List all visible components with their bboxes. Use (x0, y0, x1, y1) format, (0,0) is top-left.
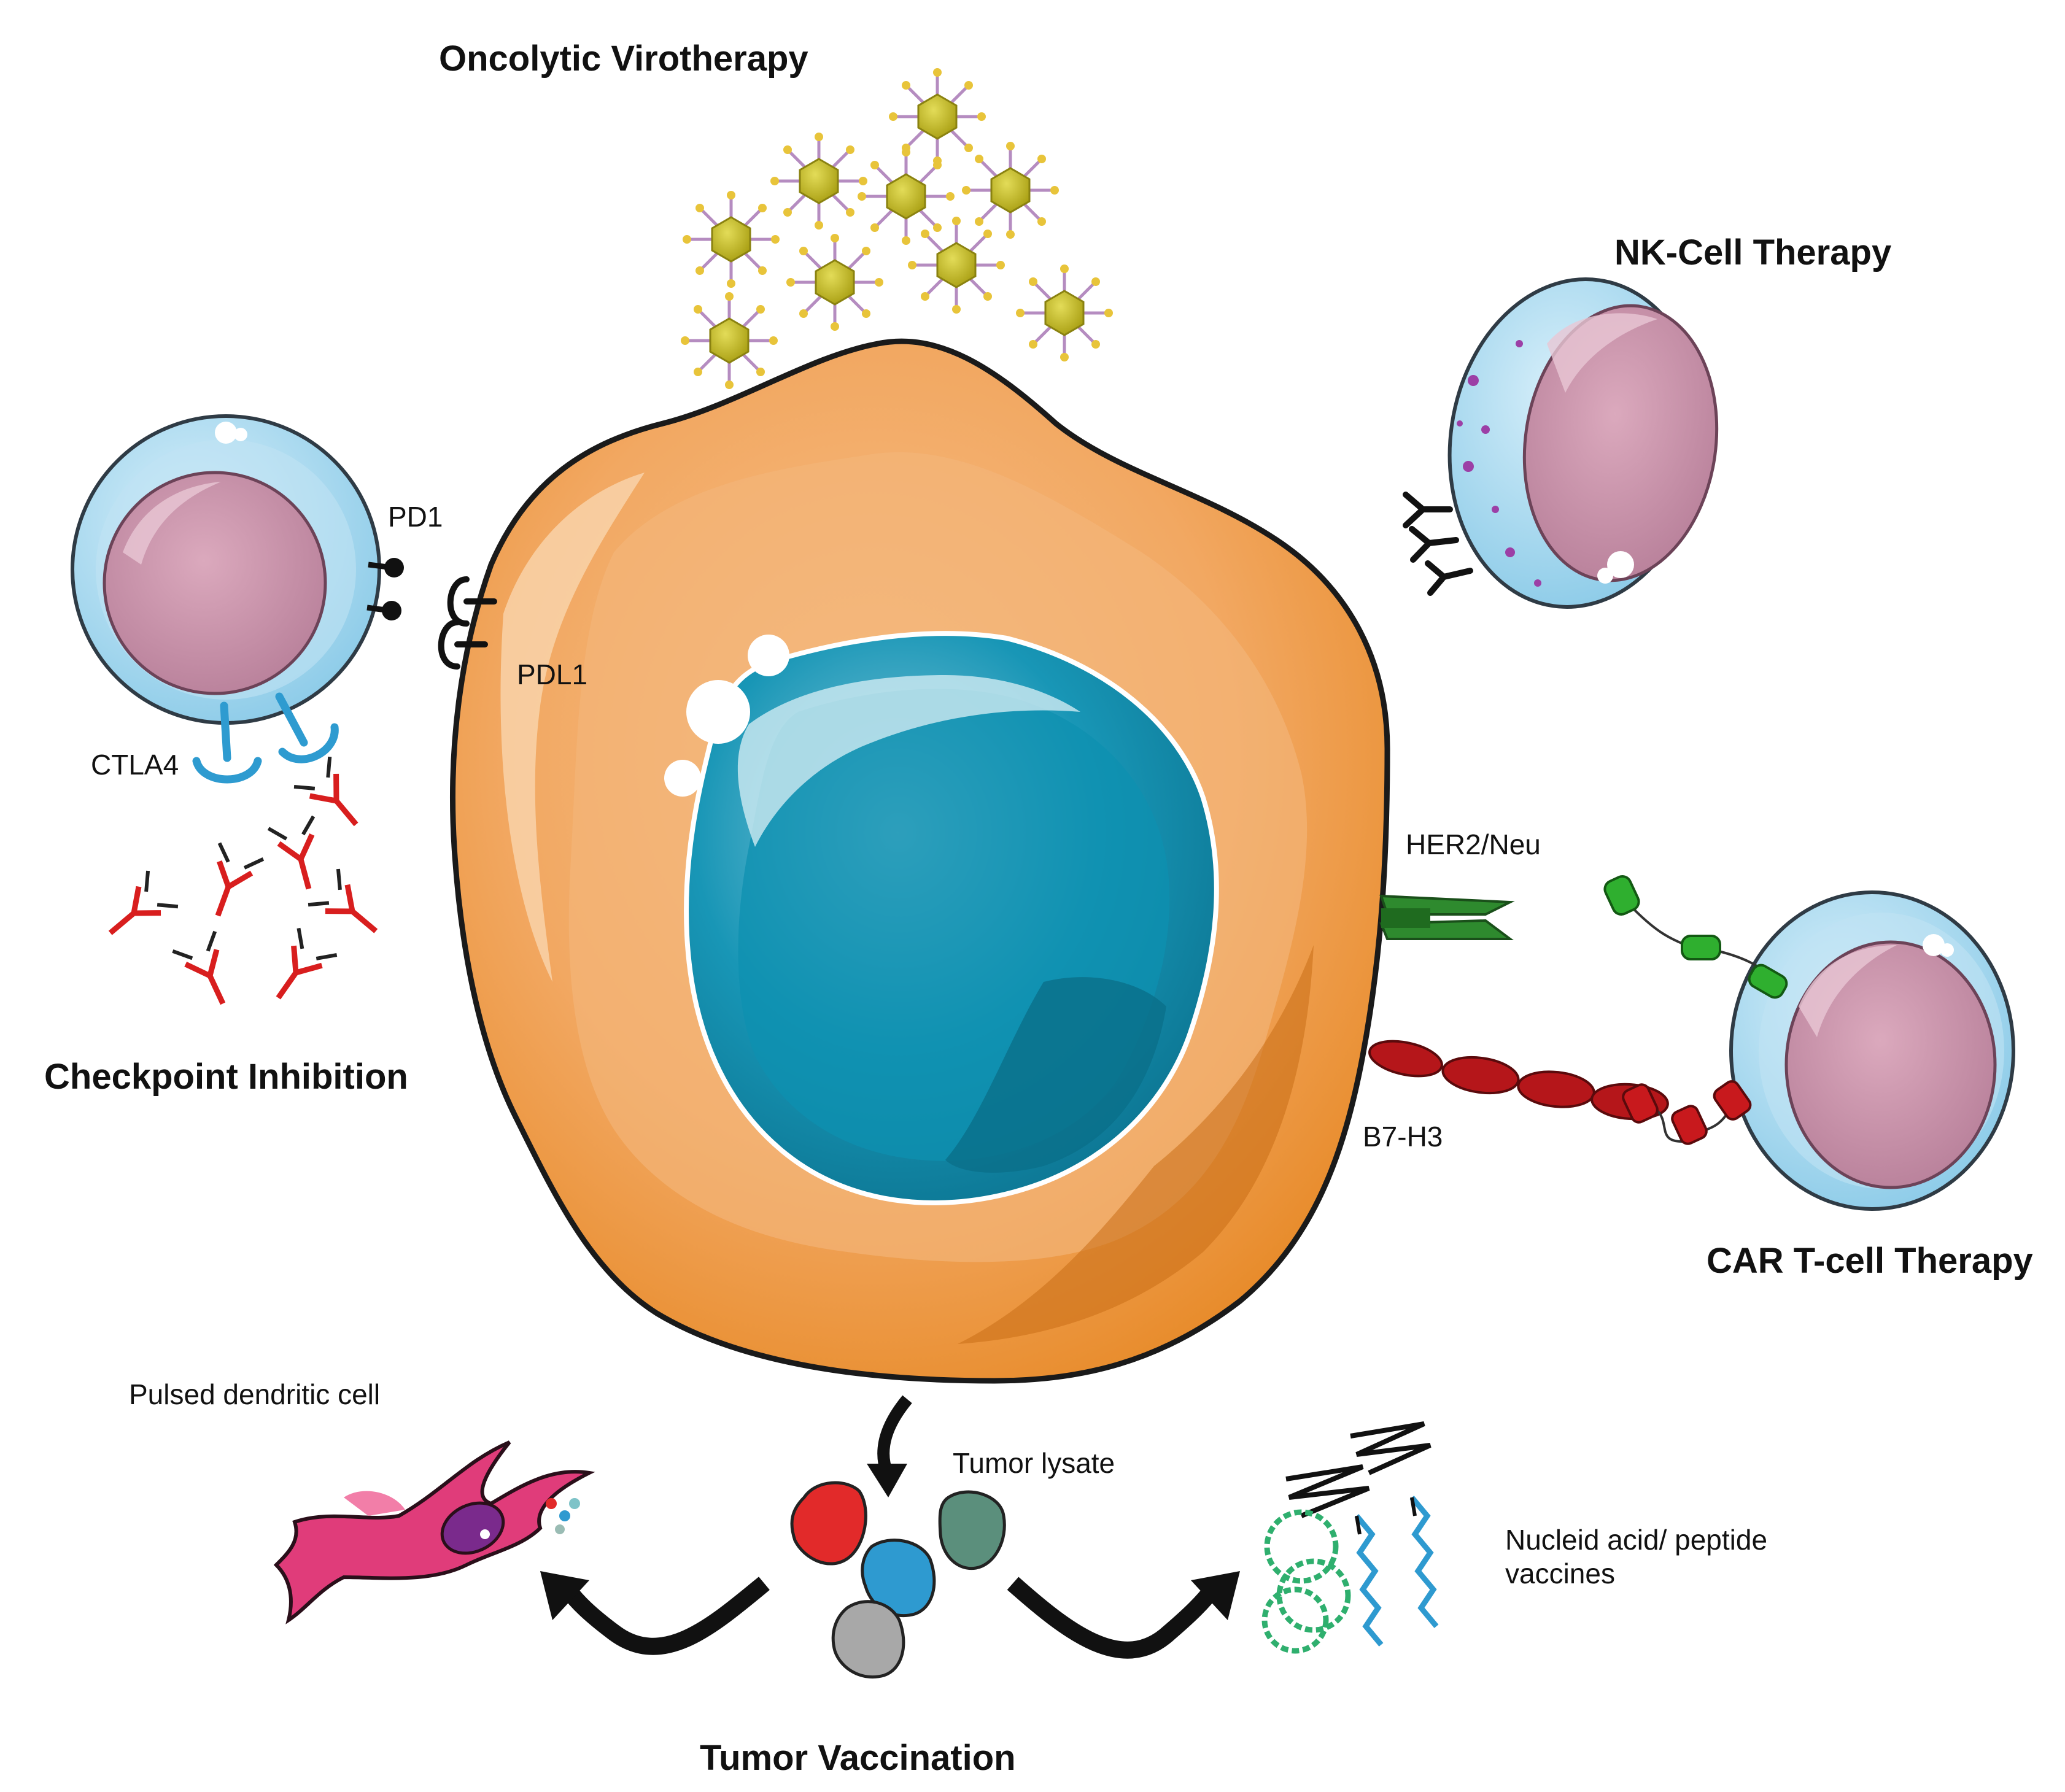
dna-strand (1354, 1514, 1384, 1647)
pd1-knob (384, 558, 404, 577)
car-t-cell (1603, 875, 2015, 1211)
car-receptor-b7h3 (1622, 1080, 1752, 1145)
t-cell-checkpoint (71, 414, 404, 784)
virus-particle (786, 234, 883, 331)
nk-receptor (1403, 492, 1473, 596)
antibody (259, 928, 336, 1011)
tumor-lysate-fragments (790, 1481, 1006, 1679)
arrow-head (1191, 1571, 1240, 1620)
label-nucleic-acid-vaccines-line2: vaccines (1505, 1558, 1615, 1589)
tumor-nucleus-shade (945, 977, 1166, 1173)
antibody (95, 871, 178, 951)
peptide-zigzag (1285, 1464, 1370, 1518)
title-tumor-vaccination: Tumor Vaccination (700, 1738, 1016, 1778)
nk-granules (1457, 340, 1541, 587)
her2-receptor (1379, 894, 1515, 940)
pd1-knob (382, 601, 401, 620)
car-receptor-her2 (1603, 875, 1788, 999)
title-car-t-cell-therapy: CAR T-cell Therapy (1707, 1241, 2033, 1281)
fragment-red (790, 1481, 867, 1566)
title-checkpoint-inhibition: Checkpoint Inhibition (44, 1057, 408, 1097)
ctla4-receptor (192, 692, 339, 784)
virus-particle (1016, 265, 1113, 361)
plasmid (1264, 1509, 1339, 1584)
nucleolus (748, 635, 789, 676)
fragment-grey (831, 1600, 905, 1679)
plasmid (1276, 1558, 1351, 1633)
title-oncolytic-virotherapy: Oncolytic Virotherapy (439, 39, 808, 79)
virus-particle (681, 292, 778, 389)
dna-strand (1409, 1496, 1439, 1628)
fragment-green (938, 1490, 1006, 1570)
antibody (172, 932, 244, 1014)
virus-particle (962, 142, 1059, 239)
nucleolus (686, 680, 750, 744)
label-b7-h3: B7-H3 (1363, 1121, 1443, 1153)
nucleolus (234, 428, 247, 441)
nucleolus (215, 422, 237, 444)
virus-particle (770, 133, 867, 230)
label-ctla4: CTLA4 (91, 749, 179, 781)
tumor-nucleus-highlight (737, 675, 1080, 847)
virus-particle (858, 148, 955, 245)
label-tumor-lysate: Tumor lysate (953, 1447, 1115, 1479)
nucleic-acid-vaccines (1261, 1421, 1439, 1654)
arrow-to-dendritic (560, 1577, 770, 1655)
plasmid (1261, 1586, 1329, 1654)
title-nk-cell-therapy: NK-Cell Therapy (1614, 233, 1892, 272)
nucleolus (1597, 568, 1613, 584)
nk-cell (1403, 277, 1719, 609)
peptide-zigzag (1350, 1421, 1432, 1475)
label-nucleic-acid-vaccines-line1: Nucleid acid/ peptide (1505, 1524, 1768, 1556)
tumor-highlight (500, 473, 645, 982)
label-pdl1: PDL1 (517, 658, 588, 690)
antibody (196, 843, 263, 924)
fragment-blue (861, 1539, 936, 1618)
virus-particle (908, 217, 1005, 314)
arrow-head (540, 1571, 589, 1620)
tumor-cell (438, 338, 1669, 1384)
nucleolus (664, 760, 701, 797)
antibody-group (95, 757, 390, 1013)
b7h3-receptor (1368, 1040, 1669, 1121)
antibody (308, 869, 391, 949)
virus-particle (683, 191, 780, 288)
arrow-to-lysate (877, 1395, 912, 1475)
nucleolus (1940, 943, 1954, 957)
label-pulsed-dendritic-cell: Pulsed dendritic cell (129, 1378, 381, 1410)
dendritic-cell (273, 1440, 595, 1624)
pdl1-receptor (438, 576, 497, 670)
nucleolus (1923, 934, 1945, 956)
arrow-to-vaccines (1007, 1577, 1220, 1659)
label-her2-neu: HER2/Neu (1406, 828, 1541, 860)
nucleolus (1607, 551, 1634, 578)
tumor-shadow (958, 945, 1314, 1344)
label-pd1: PD1 (388, 501, 443, 533)
dna-strand (1355, 1497, 1417, 1535)
antibody (268, 816, 331, 895)
arrow-head (867, 1464, 907, 1497)
